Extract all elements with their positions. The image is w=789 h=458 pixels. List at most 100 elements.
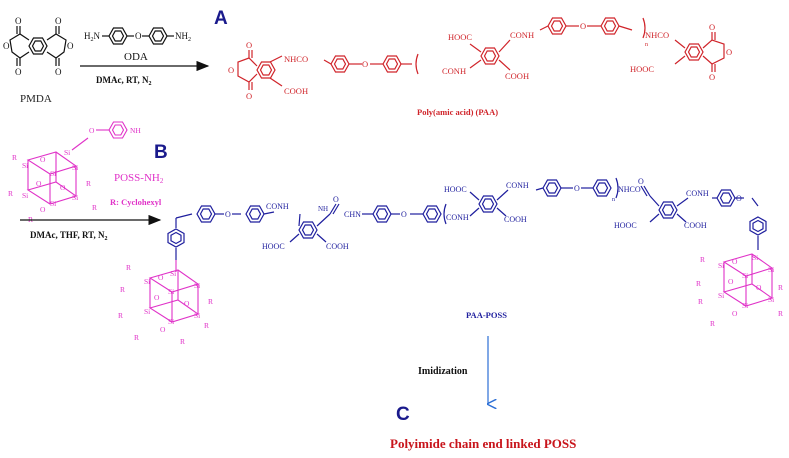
svg-text:O: O bbox=[55, 16, 62, 26]
svg-text:Si: Si bbox=[50, 169, 56, 178]
pmda-label: PMDA bbox=[20, 93, 52, 105]
svg-text:CONH: CONH bbox=[446, 213, 469, 222]
svg-text:n: n bbox=[612, 197, 615, 203]
svg-text:R: R bbox=[86, 179, 91, 188]
svg-text:Si: Si bbox=[768, 265, 774, 274]
svg-text:R: R bbox=[180, 337, 185, 346]
svg-text:R: R bbox=[118, 311, 123, 320]
svg-text:NHCO: NHCO bbox=[618, 185, 641, 194]
imidization-label: Imidization bbox=[418, 366, 468, 377]
svg-text:HOOC: HOOC bbox=[444, 185, 467, 194]
svg-text:Si: Si bbox=[144, 277, 150, 286]
svg-text:NHCO: NHCO bbox=[284, 54, 308, 64]
svg-text:CONH: CONH bbox=[266, 202, 289, 211]
svg-text:COOH: COOH bbox=[326, 242, 349, 251]
paa-atoms: O O O NHCO COOH O HOOC CONH CONH COOH O … bbox=[228, 21, 732, 101]
svg-text:Si: Si bbox=[168, 287, 174, 296]
left-poss-cage bbox=[149, 260, 199, 323]
svg-text:Si: Si bbox=[72, 163, 78, 172]
svg-text:O: O bbox=[736, 194, 742, 203]
svg-text:n: n bbox=[645, 42, 648, 48]
svg-text:Si: Si bbox=[22, 191, 28, 200]
svg-text:R: R bbox=[778, 283, 783, 292]
svg-text:R: R bbox=[134, 333, 139, 342]
svg-text:COOH: COOH bbox=[284, 86, 308, 96]
poss-nh2-label: POSS-NH2 bbox=[114, 172, 164, 185]
svg-text:O: O bbox=[732, 257, 738, 266]
svg-text:Si: Si bbox=[168, 317, 174, 326]
svg-text:O: O bbox=[732, 309, 738, 318]
svg-text:Si: Si bbox=[64, 148, 70, 157]
condition-a: DMAc, RT, N2 bbox=[96, 75, 152, 87]
svg-text:O: O bbox=[15, 67, 22, 77]
oda-o: O bbox=[135, 31, 142, 41]
svg-text:Si: Si bbox=[170, 269, 176, 278]
svg-text:Si: Si bbox=[768, 295, 774, 304]
oda-label: ODA bbox=[124, 51, 148, 63]
svg-text:CONH: CONH bbox=[506, 181, 529, 190]
svg-text:CONH: CONH bbox=[510, 30, 534, 40]
svg-text:O: O bbox=[160, 325, 166, 334]
svg-text:R: R bbox=[778, 309, 783, 318]
svg-text:O: O bbox=[709, 72, 715, 82]
svg-text:O: O bbox=[228, 65, 234, 75]
svg-text:O: O bbox=[246, 91, 252, 101]
svg-text:HOOC: HOOC bbox=[630, 64, 654, 74]
oda-nh2: NH2 bbox=[175, 31, 191, 43]
svg-text:R: R bbox=[208, 297, 213, 306]
svg-text:Si: Si bbox=[72, 193, 78, 202]
svg-text:Si: Si bbox=[752, 253, 758, 262]
svg-text:Si: Si bbox=[718, 291, 724, 300]
svg-text:O: O bbox=[40, 205, 46, 214]
svg-text:Si: Si bbox=[22, 161, 28, 170]
svg-text:O: O bbox=[574, 184, 580, 193]
oda-structure bbox=[102, 27, 174, 45]
svg-text:O: O bbox=[756, 283, 762, 292]
svg-text:O: O bbox=[401, 210, 407, 219]
left-poss-atoms: Si Si Si Si Si Si Si O O O O R R R R R R… bbox=[118, 263, 213, 346]
svg-text:O: O bbox=[580, 21, 586, 31]
panel-label-c: C bbox=[396, 404, 410, 425]
svg-text:O: O bbox=[15, 16, 22, 26]
svg-text:O: O bbox=[728, 277, 734, 286]
svg-text:O: O bbox=[333, 195, 339, 204]
svg-text:R: R bbox=[120, 285, 125, 294]
svg-text:Si: Si bbox=[50, 199, 56, 208]
svg-text:O: O bbox=[3, 41, 10, 51]
pmda-atoms: O O O O O O bbox=[3, 16, 74, 77]
svg-text:R: R bbox=[700, 255, 705, 264]
final-product-label: Polyimide chain end linked POSS bbox=[390, 436, 576, 451]
paa-poss-atoms: O CONH O NH HOOC COOH CHN O HOOC CONH CO… bbox=[225, 177, 742, 251]
svg-text:O: O bbox=[67, 41, 74, 51]
svg-text:Si: Si bbox=[742, 271, 748, 280]
svg-text:R: R bbox=[92, 203, 97, 212]
svg-text:O: O bbox=[60, 183, 66, 192]
svg-text:O: O bbox=[726, 47, 732, 57]
oda-h2n: H2N bbox=[84, 31, 101, 43]
svg-text:HOOC: HOOC bbox=[614, 221, 637, 230]
poss-nh2-structure bbox=[27, 121, 128, 205]
svg-text:HOOC: HOOC bbox=[448, 32, 472, 42]
svg-text:R: R bbox=[710, 319, 715, 328]
paa-poss-label: PAA-POSS bbox=[466, 310, 507, 320]
svg-text:R: R bbox=[12, 153, 17, 162]
svg-text:O: O bbox=[55, 67, 62, 77]
svg-text:O: O bbox=[36, 179, 42, 188]
svg-text:O: O bbox=[184, 299, 190, 308]
svg-text:O: O bbox=[709, 22, 715, 32]
svg-text:O: O bbox=[158, 273, 164, 282]
right-poss-atoms: Si Si Si Si Si Si Si O O O O R R R R R R bbox=[696, 253, 783, 328]
panel-label-a: A bbox=[214, 8, 228, 29]
paa-label: Poly(amic acid) (PAA) bbox=[417, 107, 498, 117]
svg-text:O: O bbox=[154, 293, 160, 302]
condition-b: DMAc, THF, RT, N2 bbox=[30, 230, 108, 242]
svg-text:CHN: CHN bbox=[344, 210, 361, 219]
svg-text:R: R bbox=[126, 263, 131, 272]
svg-text:CONH: CONH bbox=[686, 189, 709, 198]
svg-text:Si: Si bbox=[718, 261, 724, 270]
svg-text:O: O bbox=[246, 40, 252, 50]
paa-structure bbox=[237, 17, 725, 90]
svg-text:O: O bbox=[89, 126, 95, 135]
svg-text:NH: NH bbox=[318, 205, 328, 213]
svg-text:O: O bbox=[362, 59, 368, 69]
